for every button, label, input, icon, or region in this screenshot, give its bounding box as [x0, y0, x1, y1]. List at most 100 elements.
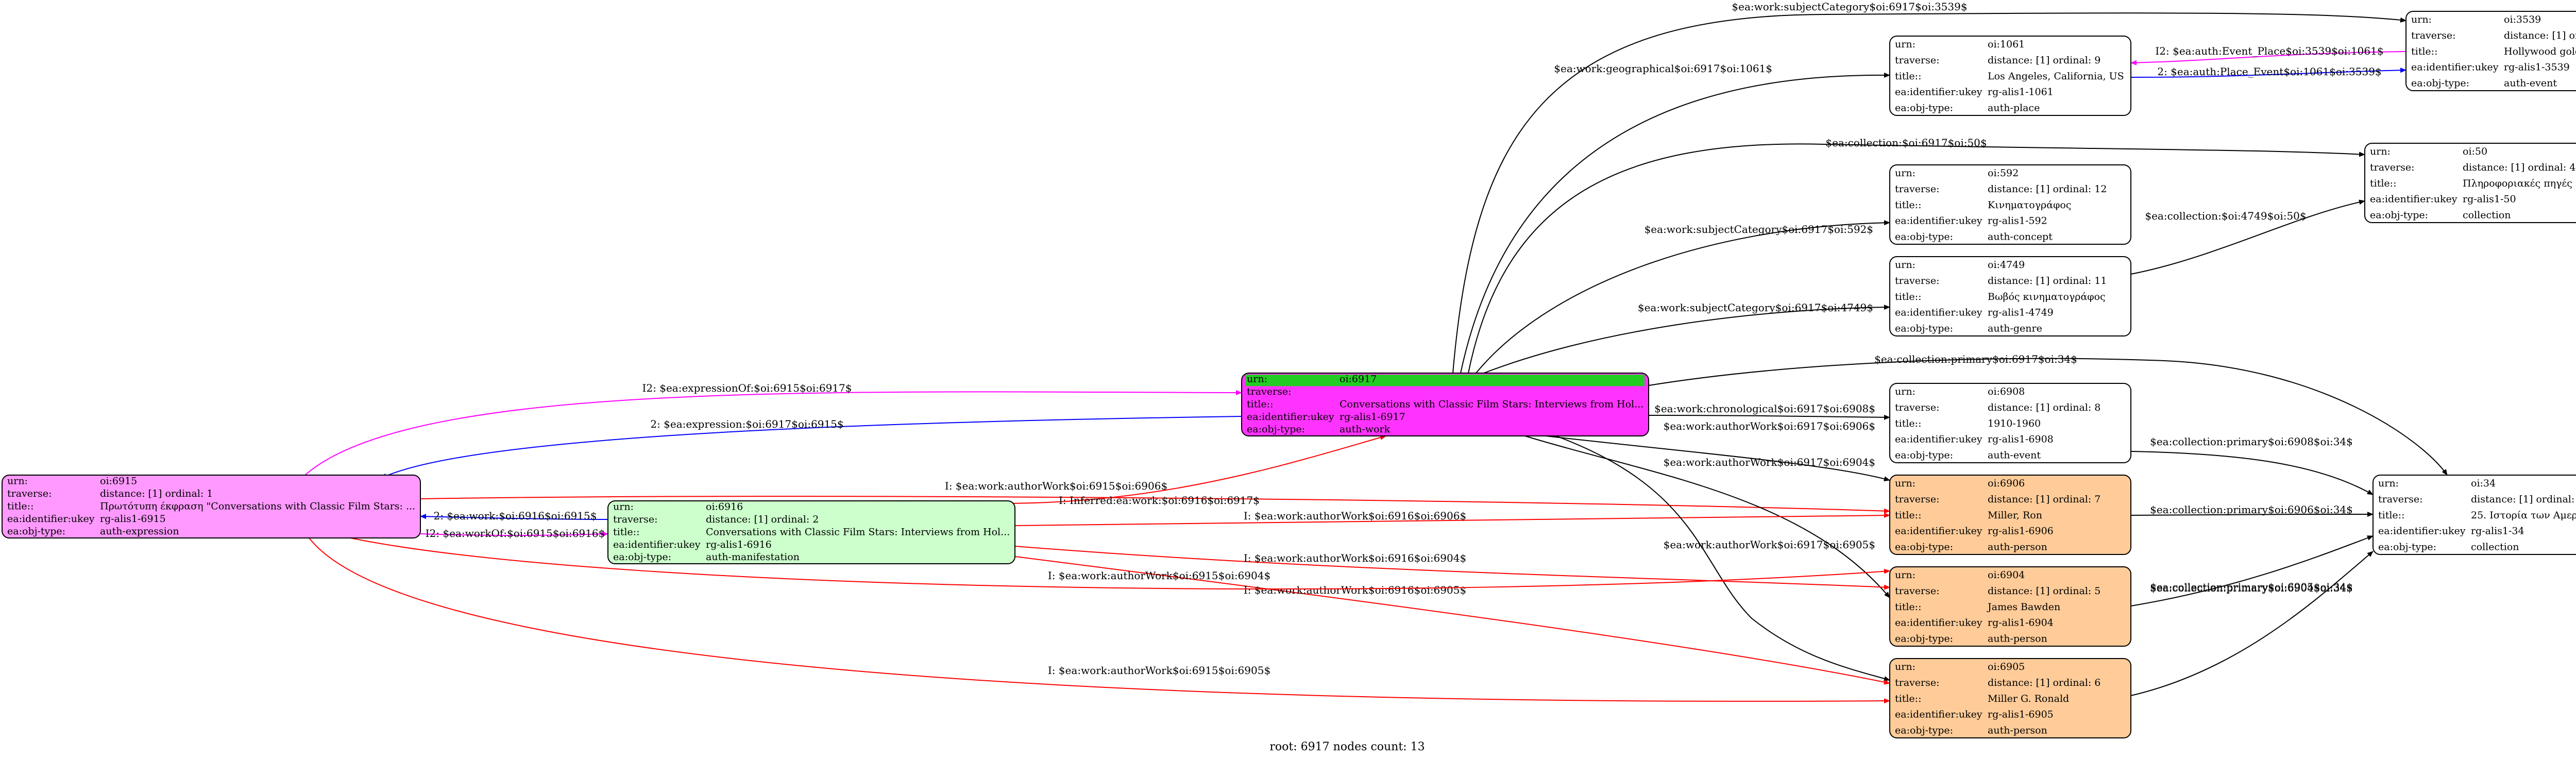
node-field-value: Hollywood golden age — [2504, 46, 2576, 57]
node-field-key: title:: — [1895, 418, 1921, 429]
node-field-key: ea:identifier:ukey — [2378, 526, 2466, 537]
node-field-key: title:: — [1895, 71, 1921, 82]
edge-line — [1648, 414, 1890, 420]
edge-label: 2: $ea:expression:$oi:6917$oi:6915$ — [650, 418, 843, 430]
node-box — [1889, 36, 2131, 116]
node-field-value: auth-manifestation — [706, 551, 800, 563]
node-field-key: urn: — [1895, 478, 1916, 489]
node-field-value: auth-event — [1988, 449, 2041, 461]
node-field-key: ea:identifier:ukey — [1895, 307, 1982, 318]
node-field-value: Miller G. Ronald — [1988, 693, 2069, 704]
node-field-value: Conversations with Classic Film Stars: I… — [706, 526, 1010, 537]
edge: $ea:work:subjectCategory$oi:6917$oi:4749… — [1483, 301, 1890, 374]
node-field-key: ea:identifier:ukey — [2411, 62, 2499, 73]
node-field-value: distance: [1] ordinal: 7 — [1988, 494, 2100, 505]
edge: $ea:collection:primary$oi:6917$oi:34$ — [1648, 353, 2448, 476]
node-field-key: urn: — [1895, 167, 1916, 179]
edge-label: I: $ea:work:authorWork$oi:6915$oi:6905$ — [1048, 664, 1270, 677]
node-field-key: urn: — [1895, 259, 1916, 271]
node-field-value: Los Angeles, California, US — [1988, 71, 2124, 82]
node-field-value: rg-alis1-3539 — [2504, 62, 2570, 73]
node-field-key: title:: — [1895, 601, 1921, 613]
edge: $ea:collection:primary$oi:6904$oi:34$ — [2130, 535, 2374, 607]
edge-line — [420, 496, 1890, 514]
edge: $ea:work:authorWork$oi:6917$oi:6905$ — [1555, 435, 1890, 681]
edge-line — [350, 537, 1890, 589]
node-field-value: rg-alis1-592 — [1988, 215, 2047, 227]
node-field-value: oi:592 — [1988, 167, 2019, 179]
node-field-key: urn: — [7, 476, 28, 487]
node-field-value: distance: [1] ordinal: 1 — [100, 488, 213, 499]
edge-line — [937, 435, 1386, 504]
node-field-value: auth-person — [1988, 725, 2047, 736]
edge-line — [1468, 143, 2365, 374]
node-field-value: 25. Ιστορία των Αμερικανών ηθοποιών — [2471, 510, 2576, 521]
node-field-value: oi:6917 — [1340, 374, 1377, 385]
node-field-value: auth-person — [1988, 633, 2047, 644]
node-field-value: distance: [1] ordinal: 4 — [2463, 162, 2575, 173]
edge-line — [1648, 358, 2448, 476]
edge-line — [381, 416, 1242, 479]
node-field-value: 1910-1960 — [1988, 418, 2041, 429]
edge-label: 2: $ea:work:$oi:6916$oi:6915$ — [434, 510, 597, 522]
edge-label: I2: $ea:workOf:$oi:6915$oi:6916$ — [426, 527, 605, 540]
node-field-value: distance: [1] ordinal: 6 — [1988, 677, 2100, 688]
node-field-key: traverse: — [1895, 275, 1940, 287]
edge-line — [1452, 12, 2406, 374]
edge-label: I: $ea:work:authorWork$oi:6916$oi:6906$ — [1244, 510, 1466, 522]
edge-line — [420, 514, 608, 520]
node-oi-6917[interactable]: urn:oi:6917traverse:title::Conversations… — [1241, 373, 1649, 436]
node-field-key: ea:obj-type: — [1895, 323, 1953, 334]
edge: $ea:collection:primary$oi:6908$oi:34$ — [2130, 435, 2374, 495]
node-field-value: oi:6908 — [1988, 386, 2025, 397]
edge-label: $ea:work:authorWork$oi:6917$oi:6906$ — [1664, 420, 1875, 432]
node-field-key: title:: — [2370, 178, 2396, 189]
node-field-value: rg-alis1-34 — [2471, 526, 2524, 537]
node-field-value: collection — [2471, 541, 2519, 552]
node-field-value: rg-alis1-6915 — [100, 513, 166, 525]
node-field-value: rg-alis1-4749 — [1988, 307, 2054, 318]
node-field-key: urn: — [1895, 569, 1916, 581]
edge-line — [2130, 551, 2374, 696]
node-field-key: traverse: — [1895, 677, 1940, 688]
edge: I: $ea:work:authorWork$oi:6916$oi:6906$ — [1014, 510, 1890, 526]
node-field-value: oi:6906 — [1988, 478, 2025, 489]
edge: I: Inferred:ea:work:$oi:6916$oi:6917$ — [937, 435, 1386, 507]
edge-label: $ea:work:authorWork$oi:6917$oi:6905$ — [1664, 538, 1875, 551]
node-field-key: ea:obj-type: — [7, 526, 65, 537]
edge-line — [2130, 199, 2365, 275]
node-field-key: traverse: — [2378, 494, 2423, 505]
node-field-key: traverse: — [613, 514, 658, 525]
node-field-key: title:: — [1895, 199, 1921, 211]
node-field-key: traverse: — [1895, 55, 1940, 66]
node-field-value: distance: [1] ordinal: 8 — [1988, 402, 2100, 413]
edges-layer: $ea:work:subjectCategory$oi:6917$oi:3539… — [304, 1, 2448, 704]
node-box — [1889, 475, 2131, 555]
edge: $ea:work:subjectCategory$oi:6917$oi:3539… — [1452, 1, 2406, 374]
node-box — [2405, 11, 2576, 91]
edge: $ea:work:authorWork$oi:6917$oi:6906$ — [1545, 420, 1890, 481]
edge-line — [1545, 435, 1890, 481]
edge: I: $ea:work:authorWork$oi:6915$oi:6904$ — [350, 537, 1890, 589]
node-field-key: ea:obj-type: — [1895, 541, 1953, 552]
node-field-key: ea:obj-type: — [2411, 77, 2469, 89]
node-field-value: Κινηματογράφος — [1988, 199, 2071, 211]
node-field-value: rg-alis1-50 — [2463, 194, 2516, 205]
edge-line — [2130, 512, 2374, 517]
node-field-key: traverse: — [2411, 30, 2456, 41]
node-field-key: title:: — [1895, 693, 1921, 704]
